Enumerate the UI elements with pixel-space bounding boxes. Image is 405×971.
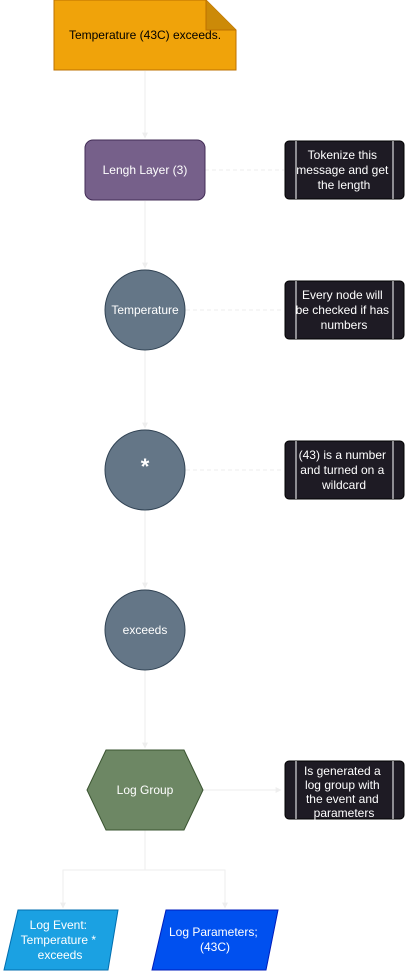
annotation-is-number-line-1: (43) is a number [299, 448, 386, 462]
annotation-every-node-line-2: be checked if has [296, 303, 389, 317]
log-group-shape [86, 749, 204, 831]
annotation-generated-line-3: the event and [306, 792, 379, 806]
log-parameters-node[interactable]: Log Parameters; (43C) [151, 909, 279, 971]
input-note-fold [205, 0, 236, 31]
annotation-generated-line-2: log group with [305, 778, 380, 792]
annotation-every-node-line-3: numbers [321, 318, 368, 332]
input-note-label: Temperature (43C) exceeds. [69, 28, 221, 42]
annotation-generated-label: Is generated a log group with the event … [304, 764, 384, 820]
annotation-is-number-label: (43) is a number and turned on a wildcar… [299, 448, 390, 492]
annotation-generated-box [284, 760, 405, 820]
annotation-generated-line-4: parameters [314, 806, 375, 820]
log-event-line-1: Log Event: [30, 918, 87, 932]
log-group-node[interactable]: Log Group [86, 749, 204, 831]
log-parameters-line-2: (43C) [200, 940, 230, 954]
annotation-is-number-box [284, 440, 405, 500]
log-parameters-shape [151, 909, 279, 971]
annotation-tokenize-line-1: Tokenize this [308, 148, 377, 162]
log-event-line-3: exceeds [38, 948, 83, 962]
annotation-every-node-box [284, 280, 405, 340]
annotation-every-node-line-1: Every node will [302, 288, 383, 302]
wildcard-label: * [141, 454, 150, 479]
length-layer-label: Lengh Layer (3) [103, 163, 188, 177]
input-note-shape [53, 0, 237, 71]
length-layer-shape [84, 139, 206, 201]
annotation-is-number-line-2: and turned on a [300, 463, 384, 477]
annotation-tokenize-label: Tokenize this message and get the length [296, 148, 391, 192]
annotation-tokenize-box [284, 140, 405, 200]
edge-loggroup-to-logevent [60, 830, 146, 909]
wildcard-node[interactable]: * [104, 429, 186, 511]
annotation-tokenize[interactable]: Tokenize this message and get the length [284, 140, 405, 200]
log-event-shape [3, 909, 119, 971]
annotation-generated-line-1: Is generated a [304, 764, 381, 778]
annotation-generated[interactable]: Is generated a log group with the event … [284, 760, 405, 820]
length-layer-node[interactable]: Lengh Layer (3) [84, 139, 206, 201]
log-event-node[interactable]: Log Event: Temperature * exceeds [3, 909, 119, 971]
annotation-every-node[interactable]: Every node will be checked if has number… [284, 280, 405, 340]
log-parameters-label: Log Parameters; (43C) [169, 925, 261, 954]
annotation-every-node-label: Every node will be checked if has number… [296, 288, 393, 332]
annotation-is-number-line-3: wildcard [321, 478, 366, 492]
log-group-label: Log Group [117, 783, 174, 797]
exceeds-label: exceeds [123, 623, 168, 637]
wildcard-shape [104, 429, 186, 511]
temperature-shape [104, 269, 186, 351]
log-parameters-line-1: Log Parameters; [169, 925, 258, 939]
log-event-line-2: Temperature * [21, 933, 97, 947]
input-note[interactable]: Temperature (43C) exceeds. [53, 0, 237, 71]
annotation-tokenize-line-2: message and get [296, 163, 389, 177]
edge-loggroup-to-logparameters [145, 869, 228, 909]
exceeds-node[interactable]: exceeds [104, 589, 186, 671]
temperature-label: Temperature [111, 303, 179, 317]
annotation-tokenize-line-3: the length [318, 178, 371, 192]
exceeds-shape [104, 589, 186, 671]
connectors [60, 71, 284, 909]
log-event-label: Log Event: Temperature * exceeds [21, 918, 100, 962]
temperature-node[interactable]: Temperature [104, 269, 186, 351]
annotation-is-number[interactable]: (43) is a number and turned on a wildcar… [284, 440, 405, 500]
